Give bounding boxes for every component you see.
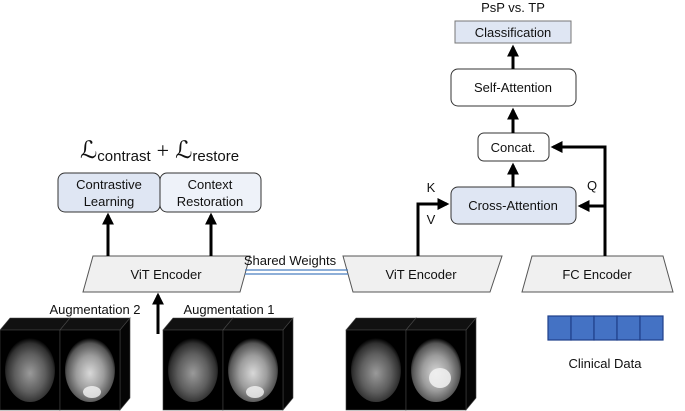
loss-symbol-contrast: ℒ xyxy=(80,138,97,164)
shared-weights-label: Shared Weights xyxy=(244,253,337,268)
contrastive-label-line2: Learning xyxy=(84,194,135,209)
loss-plus: + xyxy=(157,138,169,163)
cross-attention-label: Cross-Attention xyxy=(468,198,558,213)
clinical-data-vector xyxy=(547,315,664,341)
loss-formula: ℒcontrast+ℒrestore xyxy=(80,138,239,165)
arrow-vit-to-cross-attention-kv xyxy=(416,198,450,256)
key-label: K xyxy=(427,180,436,195)
clinical-data-cell xyxy=(593,315,618,341)
query-label: Q xyxy=(587,178,597,193)
mri-volume-input-t1 xyxy=(345,317,417,411)
vit-encoder-left: ViT Encoder xyxy=(82,255,251,293)
concat-block: Concat. xyxy=(477,132,550,162)
self-attention-label: Self-Attention xyxy=(474,80,552,95)
arrow-fc-to-concat xyxy=(550,141,607,208)
vit-encoder-right-label: ViT Encoder xyxy=(385,267,457,282)
outcome-label: PsP vs. TP xyxy=(481,0,545,15)
clinical-data-label: Clinical Data xyxy=(569,356,643,371)
vit-encoder-right: ViT Encoder xyxy=(342,255,503,293)
context-restoration-block: Context Restoration xyxy=(159,172,262,213)
contrastive-learning-block: Contrastive Learning xyxy=(57,172,161,213)
arrow-fc-to-cross-attention-q xyxy=(577,200,607,256)
mri-volume-input-flair xyxy=(405,317,477,411)
vit-encoder-left-label: ViT Encoder xyxy=(130,267,202,282)
loss-contrast-subscript: contrast xyxy=(97,148,151,165)
cross-attention-block: Cross-Attention xyxy=(450,186,577,225)
self-attention-block: Self-Attention xyxy=(450,68,577,107)
shared-weights-link: Shared Weights xyxy=(244,253,348,275)
loss-restore-subscript: restore xyxy=(192,148,239,165)
fc-encoder: FC Encoder xyxy=(521,255,674,293)
clinical-data-cell xyxy=(639,315,664,341)
mri-volume-aug1-t1 xyxy=(162,317,234,411)
loss-symbol-restore: ℒ xyxy=(175,138,192,164)
augmentation-1-label: Augmentation 1 xyxy=(183,302,274,317)
context-label-line1: Context xyxy=(188,177,233,192)
context-label-line2: Restoration xyxy=(177,194,243,209)
svg-text:ℒcontrast+ℒrestore: ℒcontrast+ℒrestore xyxy=(80,138,239,165)
classification-block: Classification xyxy=(454,20,572,44)
mri-volume-aug2-flair xyxy=(59,317,131,411)
classification-label: Classification xyxy=(475,25,552,40)
value-label: V xyxy=(427,212,436,227)
contrastive-label-line1: Contrastive xyxy=(76,177,142,192)
augmentation-2-label: Augmentation 2 xyxy=(49,302,140,317)
mri-volume-aug2-t1 xyxy=(0,317,71,411)
mri-volume-aug1-flair xyxy=(222,317,294,411)
clinical-data-cell xyxy=(547,315,572,341)
fc-encoder-label: FC Encoder xyxy=(562,267,632,282)
clinical-data-cell xyxy=(616,315,641,341)
clinical-data-cell xyxy=(570,315,595,341)
concat-label: Concat. xyxy=(491,140,536,155)
